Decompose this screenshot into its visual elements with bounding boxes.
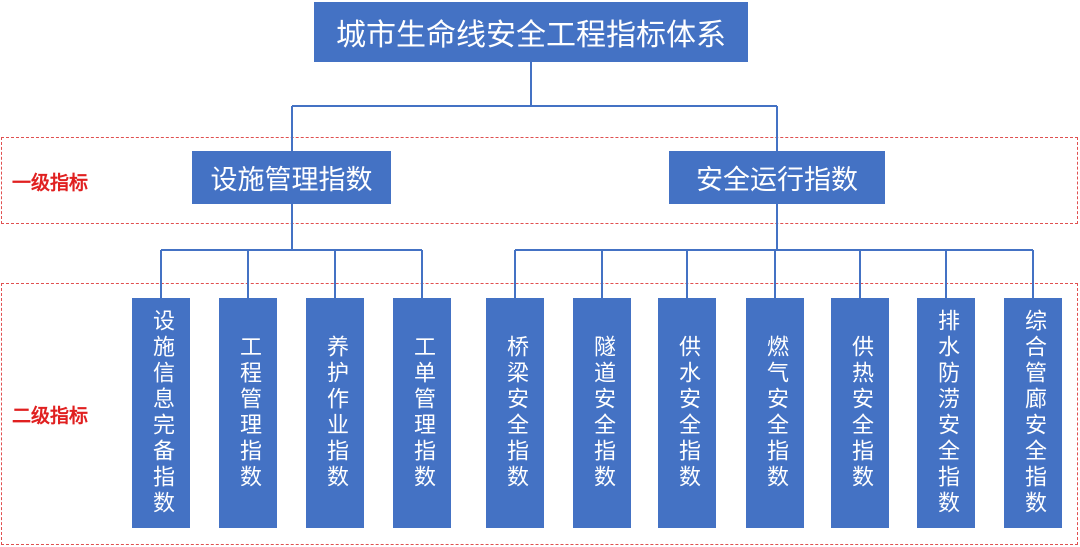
level2-node-label: 桥梁安全指数 <box>503 335 528 491</box>
root-node: 城市生命线安全工程指标体系 <box>314 2 748 62</box>
level2-node-label: 工程管理指数 <box>236 335 261 491</box>
level2-node-bridge: 桥梁安全指数 <box>486 298 544 528</box>
level2-node-tunnel: 隧道安全指数 <box>573 298 631 528</box>
level1-band <box>1 137 1078 224</box>
level1-node-label: 安全运行指数 <box>696 165 858 196</box>
level2-node-maintenance: 养护作业指数 <box>306 298 364 528</box>
level1-band-label: 一级指标 <box>12 172 89 194</box>
level2-node-label: 燃气安全指数 <box>763 335 788 491</box>
level2-node-label: 设施信息完备指数 <box>149 309 174 517</box>
level2-node-label: 供水安全指数 <box>675 335 700 491</box>
level2-node-water-supply: 供水安全指数 <box>658 298 716 528</box>
level1-node-label: 设施管理指数 <box>210 165 373 196</box>
level2-node-label: 隧道安全指数 <box>590 335 615 491</box>
level2-node-heating: 供热安全指数 <box>831 298 889 528</box>
root-node-label: 城市生命线安全工程指标体系 <box>336 18 726 53</box>
level1-node-safety-operation: 安全运行指数 <box>669 151 885 204</box>
level2-node-drainage: 排水防涝安全指数 <box>917 298 975 528</box>
level1-node-facility-management: 设施管理指数 <box>192 151 391 204</box>
level2-node-utility-tunnel: 综合管廊安全指数 <box>1004 298 1062 528</box>
level2-node-label: 综合管廊安全指数 <box>1021 309 1046 517</box>
level2-node-gas: 燃气安全指数 <box>746 298 804 528</box>
level2-node-label: 供热安全指数 <box>848 335 873 491</box>
level2-band <box>1 283 1078 545</box>
level2-node-label: 工单管理指数 <box>410 335 435 491</box>
level2-node-engineering: 工程管理指数 <box>219 298 277 528</box>
level2-band-label: 二级指标 <box>12 405 89 427</box>
level2-node-label: 养护作业指数 <box>323 335 348 491</box>
level2-node-facility-info: 设施信息完备指数 <box>132 298 190 528</box>
level2-node-work-order: 工单管理指数 <box>393 298 451 528</box>
level2-node-label: 排水防涝安全指数 <box>934 309 959 517</box>
